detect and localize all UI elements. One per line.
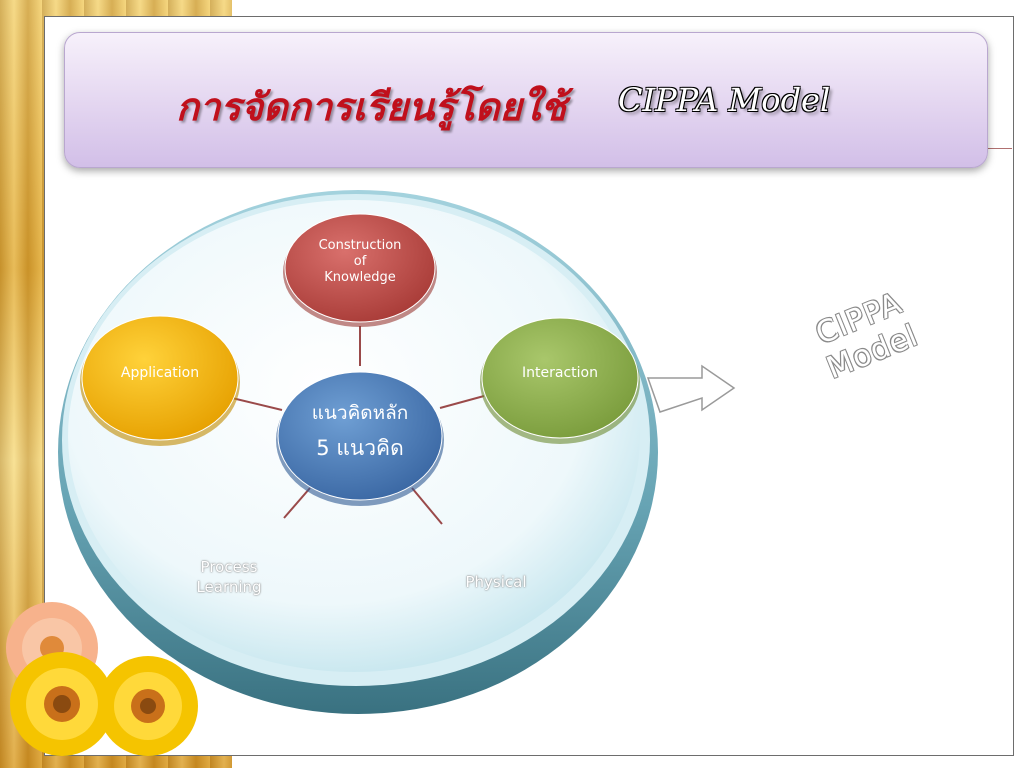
title-english: CIPPA Model <box>618 81 831 119</box>
node-construction <box>283 213 437 327</box>
sunflower-decoration <box>6 602 198 756</box>
flower-yellow-2 <box>98 656 198 756</box>
label-construction: Construction of Knowledge <box>318 238 402 285</box>
node-application <box>80 315 240 446</box>
arrow-right-icon <box>646 364 736 413</box>
title-banner <box>64 32 988 168</box>
label-physical: Physical <box>465 573 527 591</box>
frame-accent-line <box>985 148 1012 149</box>
label-application: Application <box>120 365 200 381</box>
label-center-line2: 5 แนวคิด <box>316 436 404 460</box>
label-center-line1: แนวคิดหลัก <box>311 402 409 424</box>
node-interaction <box>480 317 640 444</box>
title-thai: การจัดการเรียนรู้โดยใช้ <box>176 84 567 129</box>
node-center <box>276 371 444 506</box>
label-interaction: Interaction <box>522 365 598 381</box>
connectors <box>231 326 485 525</box>
label-process-learning: Process Learning <box>196 558 262 596</box>
flower-yellow-1 <box>10 652 114 756</box>
